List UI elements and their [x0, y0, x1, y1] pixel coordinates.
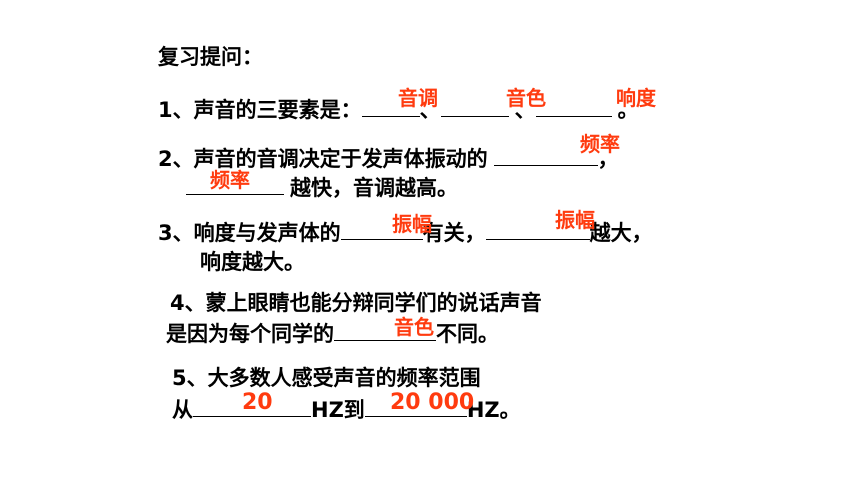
q5-answer-1: 20 — [242, 390, 273, 415]
q3-suffix: 越大， — [589, 221, 653, 245]
q3-answer-2: 振幅 — [555, 208, 595, 232]
q2-answer-2: 频率 — [210, 168, 250, 192]
q1-prefix: 1、声音的三要素是： — [158, 98, 362, 122]
q1-separator-1: 、 — [419, 98, 441, 122]
question-5-line-2: 从 HZ到 HZ。 — [172, 396, 521, 423]
q1-answer-1: 音调 — [398, 86, 438, 110]
q4-suffix: 不同。 — [436, 322, 499, 346]
q1-blank-3 — [535, 96, 612, 117]
question-1: 1、声音的三要素是： 、 、 。 — [158, 96, 639, 123]
q3-blank-1 — [340, 219, 423, 240]
q1-blank-2 — [440, 96, 509, 117]
q1-end: 。 — [617, 98, 639, 122]
q1-answer-2: 音色 — [506, 86, 546, 110]
q2-line1-text: 2、声音的音调决定于发声体振动的 — [158, 147, 488, 171]
q2-blank-2 — [186, 174, 284, 195]
q3-answer-1: 振幅 — [392, 212, 432, 236]
q3-prefix: 3、响度与发声体的 — [158, 221, 341, 245]
q5-answer-2: 20 000 — [390, 390, 475, 415]
q4-answer: 音色 — [394, 315, 434, 339]
q3-blank-2 — [485, 219, 590, 240]
q5-mid: HZ到 — [311, 398, 365, 422]
question-4-line-2: 是因为每个同学的 不同。 — [166, 320, 499, 347]
q2-blank-1 — [493, 145, 598, 166]
q3-mid: 有关， — [422, 221, 486, 245]
question-3-line-1: 3、响度与发声体的 有关， 越大， — [158, 219, 653, 246]
question-4-line-1: 4、蒙上眼睛也能分辩同学们的说话声音 — [170, 291, 542, 315]
q1-blank-1 — [361, 96, 420, 117]
question-2-line-1: 2、声音的音调决定于发声体振动的 ， — [158, 145, 619, 172]
question-5-line-1: 5、大多数人感受声音的频率范围 — [172, 366, 481, 390]
q2-line2-text: 越快，音调越高。 — [290, 176, 458, 200]
question-3-line-2: 响度越大。 — [200, 250, 305, 274]
slide-title: 复习提问： — [158, 45, 263, 69]
q1-answer-3: 响度 — [616, 86, 656, 110]
q2-comma: ， — [597, 147, 619, 171]
q5-prefix: 从 — [172, 398, 193, 422]
q1-separator-2: 、 — [514, 98, 536, 122]
q4-blank — [334, 320, 436, 341]
q2-answer-1: 频率 — [580, 132, 620, 156]
q5-blank-2 — [364, 396, 467, 417]
q4-prefix: 是因为每个同学的 — [166, 322, 334, 346]
question-2-line-2: 越快，音调越高。 — [186, 174, 458, 201]
q5-suffix: HZ。 — [466, 398, 521, 422]
q5-blank-1 — [193, 396, 311, 417]
